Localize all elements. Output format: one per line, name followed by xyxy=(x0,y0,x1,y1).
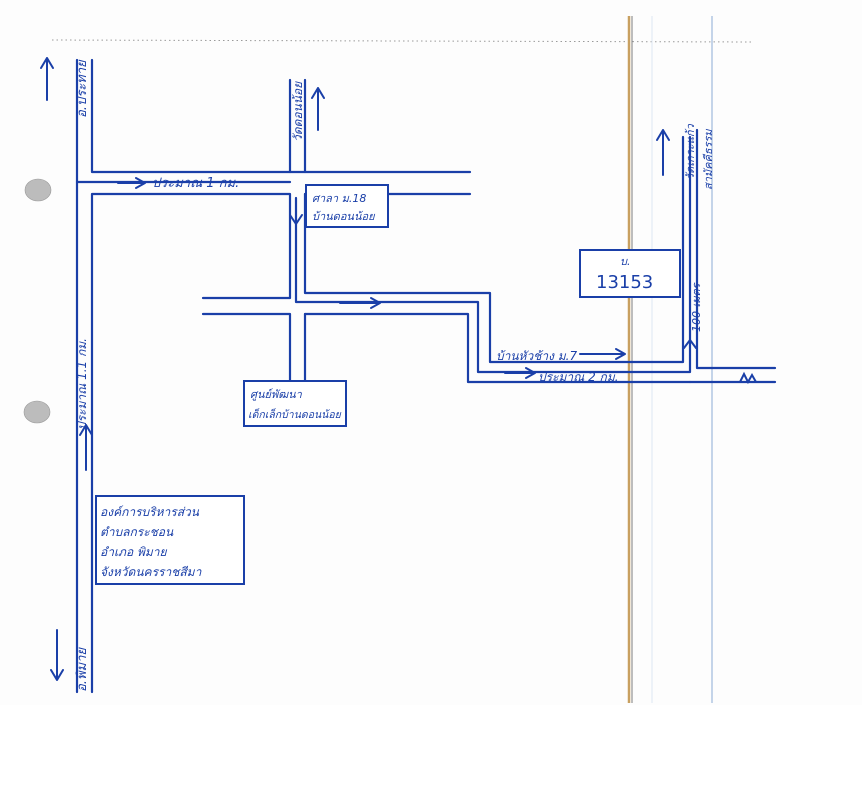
label-office-3: อำเภอ พิมาย xyxy=(100,545,168,559)
route-upper-edge xyxy=(303,135,685,364)
label-sala-2: บ้านดอนน้อย xyxy=(312,210,376,223)
arrow-down-phimai xyxy=(50,629,64,681)
label-house-number: 13153 xyxy=(596,272,653,293)
label-dist-2km: ประมาณ 2 กม. xyxy=(538,370,619,384)
sala-box xyxy=(305,184,389,228)
label-to-prakhon: อ.ประทาย xyxy=(75,59,90,118)
arrow-east-1km xyxy=(117,177,146,189)
punch-hole-top xyxy=(24,178,52,202)
temple-road-right xyxy=(695,128,777,370)
punch-hole-bottom xyxy=(23,400,51,424)
label-house-mark: บ. xyxy=(620,255,630,268)
label-ban-hua-chang: บ้านหัวช้าง ม.7 xyxy=(496,349,577,363)
arrow-up-wat xyxy=(311,87,325,131)
arrow-up-main xyxy=(79,424,93,471)
label-dist-1-1km: ประมาณ 1.1 กม. xyxy=(75,338,89,430)
arrow-east-middle xyxy=(339,297,381,309)
label-child-center-1: ศูนย์พัฒนา xyxy=(250,388,303,401)
arrow-up-prakhon xyxy=(40,57,54,101)
label-dist-1km: ประมาณ 1 กม. xyxy=(152,176,239,191)
route-lower-edge xyxy=(303,312,692,384)
road-end-hatch xyxy=(739,371,757,385)
label-monastery: สามัคคีธรรม xyxy=(702,129,715,190)
arrow-down-sala xyxy=(289,199,303,225)
child-center-box xyxy=(243,380,347,427)
cross-road-left-lower xyxy=(201,312,292,384)
route-center xyxy=(294,135,692,374)
scanned-paper xyxy=(0,0,862,705)
roads xyxy=(75,58,777,694)
dotted-top-rule xyxy=(51,39,753,43)
label-office-2: ตำบลกระชอน xyxy=(100,525,174,539)
label-office-4: จังหวัดนครราชสีมา xyxy=(100,565,203,579)
office-box xyxy=(95,495,245,585)
label-child-center-2: เด็กเล็กบ้านดอนน้อย xyxy=(248,408,342,421)
main-road-inner-edge xyxy=(90,192,292,694)
main-road-upper-edge xyxy=(90,58,472,174)
arrow-up-100m xyxy=(683,339,697,356)
direction-arrows xyxy=(40,57,697,681)
label-sala-1: ศาลา ม.18 xyxy=(312,192,366,205)
label-dist-100m: 100 เมตร xyxy=(690,281,703,332)
label-to-phimai: อ.พิมาย xyxy=(75,647,90,692)
label-wat-cherm: วัดเกาะแก้ว xyxy=(684,123,697,180)
arrow-east-hua-chang xyxy=(579,348,626,360)
arrow-east-2km xyxy=(504,367,536,379)
label-office-1: องค์การบริหารส่วน xyxy=(100,505,200,519)
arrow-up-temple xyxy=(656,129,670,176)
label-wat-nong-noi: วัดดอนน้อย xyxy=(291,81,305,142)
house-box xyxy=(579,249,681,298)
